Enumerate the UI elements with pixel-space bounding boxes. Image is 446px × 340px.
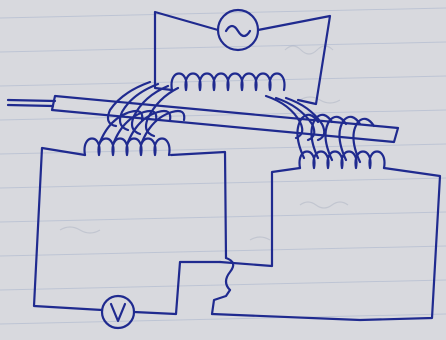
secondary-circuit-wires — [32, 146, 442, 322]
right-windings-around-core — [296, 113, 376, 164]
voltmeter-symbol — [109, 302, 127, 323]
voltmeter-icon — [100, 294, 136, 330]
core-rod — [6, 94, 400, 144]
coil-icon — [83, 137, 171, 157]
left-windings-around-core — [98, 109, 186, 144]
coil-icon — [298, 150, 386, 170]
ruled-lines — [0, 7, 446, 325]
coil-icon — [170, 72, 286, 92]
left-secondary-coil — [83, 109, 186, 157]
core-rod-extension — [6, 98, 57, 108]
ac-source-wave — [224, 24, 252, 38]
wire-crossover — [224, 256, 235, 292]
voltmeter — [100, 294, 136, 330]
right-secondary-coil — [296, 113, 386, 170]
